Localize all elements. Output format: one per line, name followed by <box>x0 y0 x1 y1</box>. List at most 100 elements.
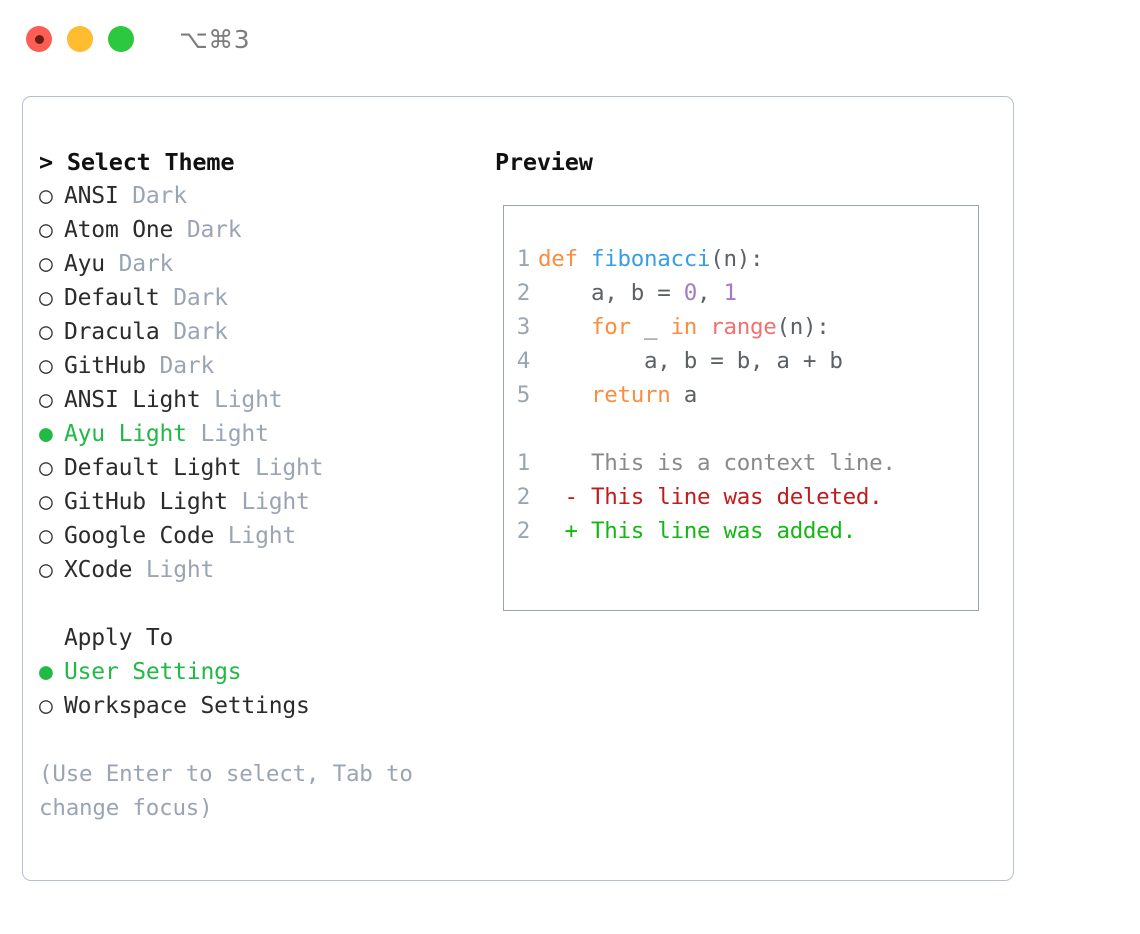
code-token: (n): <box>710 246 764 272</box>
diff-line: 1 This is a context line. <box>504 446 978 480</box>
code-token: 0 <box>683 280 698 306</box>
code-token <box>538 314 591 340</box>
radio-unselected-icon: ○ <box>39 489 53 515</box>
code-token: a, b = <box>538 280 684 306</box>
radio-unselected-icon: ○ <box>39 285 53 311</box>
diff-line-number: 2 <box>516 484 531 510</box>
theme-option-gap <box>160 319 174 345</box>
hint-line-2: change focus) <box>39 795 213 821</box>
diff-text: This line was deleted. <box>577 484 883 510</box>
apply-to-option-label: Workspace Settings <box>64 693 310 719</box>
radio-unselected-icon: ○ <box>39 217 53 243</box>
theme-option-variant: Light <box>200 421 269 447</box>
apply-to-option-label: User Settings <box>64 659 242 685</box>
theme-option-xcode[interactable]: ○ XCode Light <box>39 553 493 587</box>
theme-option-variant: Light <box>241 489 310 515</box>
code-line-number: 4 <box>516 348 531 374</box>
code-line: 2 a, b = 0, 1 <box>504 276 978 310</box>
radio-selected-icon: ● <box>39 659 53 685</box>
theme-option-gap <box>228 489 242 515</box>
diff-sample: 1 This is a context line.2 - This line w… <box>504 446 978 548</box>
maximize-button[interactable] <box>108 26 134 52</box>
theme-option-github[interactable]: ○GitHub Dark <box>39 349 493 383</box>
radio-selected-icon: ● <box>39 421 53 447</box>
theme-option-atom-one[interactable]: ○Atom One Dark <box>39 213 493 247</box>
theme-option-ayu[interactable]: ○Ayu Dark <box>39 247 493 281</box>
theme-option-label: GitHub Light <box>64 489 228 515</box>
code-token: 1 <box>723 280 737 306</box>
code-token: (n): <box>776 314 830 340</box>
diff-line: 2 - This line was deleted. <box>504 480 978 514</box>
theme-option-default-light[interactable]: ○Default Light Light <box>39 451 493 485</box>
keyboard-shortcut-label: ⌥⌘3 <box>179 24 251 54</box>
theme-option-google-code[interactable]: ○Google Code Light <box>39 519 493 553</box>
code-token: , <box>696 280 724 306</box>
code-token: range <box>710 314 777 340</box>
theme-option-github-light[interactable]: ○ GitHub Light Light <box>39 485 493 519</box>
code-line-number: 1 <box>516 246 531 272</box>
theme-option-gap <box>160 285 174 311</box>
code-line-number: 2 <box>516 280 531 306</box>
code-line: 5 return a <box>504 378 978 412</box>
code-token <box>697 314 710 340</box>
radio-unselected-icon: ○ <box>39 455 53 481</box>
code-token: in <box>670 314 698 340</box>
code-token: def <box>538 246 578 272</box>
diff-sign: + <box>538 518 578 544</box>
apply-to-header: Apply To <box>39 621 493 655</box>
theme-picker-column: > Select Theme ○ANSI Dark○Atom One Dark○… <box>23 97 493 880</box>
theme-option-label: XCode <box>64 557 133 583</box>
apply-to-option-workspace-settings[interactable]: ○ Workspace Settings <box>39 689 493 723</box>
theme-option-gap <box>187 421 201 447</box>
theme-option-label: Dracula <box>64 319 160 345</box>
theme-option-label: ANSI Light <box>64 387 201 413</box>
minimize-button[interactable] <box>67 26 93 52</box>
preview-title: Preview <box>495 148 593 176</box>
code-token <box>578 246 591 272</box>
theme-option-label: Ayu <box>64 251 105 277</box>
diff-text: This is a context line. <box>577 450 896 476</box>
radio-unselected-icon: ○ <box>39 387 53 413</box>
diff-sign <box>538 450 578 476</box>
code-token: _ <box>630 314 671 340</box>
apply-to-option-user-settings[interactable]: ● User Settings <box>39 655 493 689</box>
radio-unselected-icon: ○ <box>39 523 53 549</box>
diff-line-number: 1 <box>516 450 531 476</box>
theme-option-gap <box>200 387 214 413</box>
traffic-lights <box>26 26 134 52</box>
theme-option-dracula[interactable]: ○Dracula Dark <box>39 315 493 349</box>
code-token: return <box>591 382 671 408</box>
select-theme-header: > Select Theme <box>39 148 235 176</box>
theme-option-label: ANSI <box>64 183 119 209</box>
theme-list: ○ANSI Dark○Atom One Dark○Ayu Dark○Defaul… <box>39 179 493 587</box>
code-token: a <box>670 382 698 408</box>
theme-option-gap <box>119 183 133 209</box>
theme-option-ansi[interactable]: ○ANSI Dark <box>39 179 493 213</box>
theme-option-default[interactable]: ○Default Dark <box>39 281 493 315</box>
code-diff-spacer <box>504 412 978 446</box>
theme-option-ayu-light[interactable]: ●Ayu Light Light <box>39 417 493 451</box>
code-token: fibonacci <box>591 246 711 272</box>
code-token: a, b = b, a + b <box>538 348 843 374</box>
code-token: for <box>591 314 631 340</box>
code-line: 1 def fibonacci(n): <box>504 242 978 276</box>
section-spacer <box>39 587 493 621</box>
theme-option-variant: Dark <box>159 353 215 379</box>
radio-unselected-icon: ○ <box>39 693 53 719</box>
close-button[interactable] <box>26 26 52 52</box>
diff-line-number: 2 <box>516 518 531 544</box>
diff-line: 2 + This line was added. <box>504 514 978 548</box>
diff-text: This line was added. <box>577 518 856 544</box>
code-token <box>538 382 591 408</box>
theme-option-gap <box>173 217 187 243</box>
radio-unselected-icon: ○ <box>39 557 53 583</box>
theme-option-variant: Light <box>145 557 215 583</box>
theme-option-variant: Dark <box>173 285 228 311</box>
theme-option-gap <box>214 523 228 549</box>
theme-option-ansi-light[interactable]: ○ANSI Light Light <box>39 383 493 417</box>
diff-sign: - <box>538 484 578 510</box>
radio-unselected-icon: ○ <box>39 353 53 379</box>
theme-option-variant: Dark <box>132 183 187 209</box>
